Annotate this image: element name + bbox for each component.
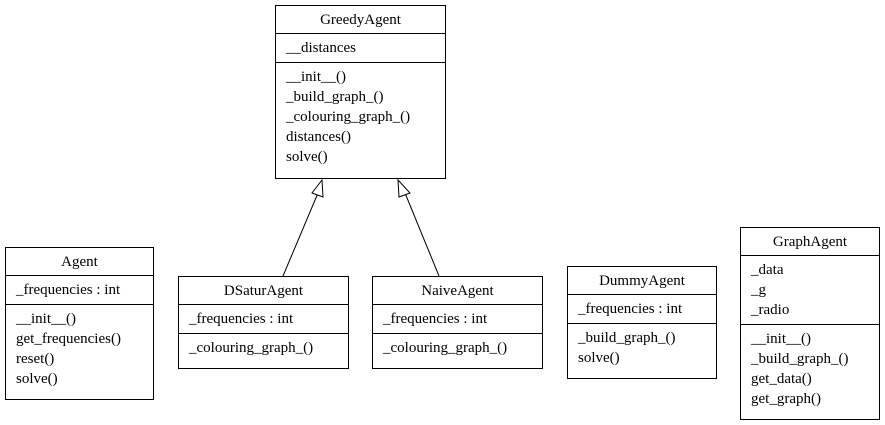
attributes-section: _frequencies : int [179, 304, 348, 333]
methods-section: __init__() _build_graph_() get_data() ge… [741, 324, 879, 413]
method: get_data() [751, 371, 812, 387]
attributes-section: _frequencies : int [568, 294, 716, 323]
method: distances() [286, 129, 351, 145]
attribute: _frequencies : int [578, 301, 683, 317]
class-name: Agent [61, 254, 98, 270]
methods-section: __init__() _build_graph_() _colouring_gr… [276, 62, 445, 171]
method: solve() [578, 350, 620, 366]
class-naive-agent: NaiveAgent _frequencies : int _colouring… [372, 276, 543, 369]
inheritance-arrowhead [397, 178, 411, 198]
method: __init__() [286, 69, 346, 85]
attribute: _data [751, 262, 784, 278]
edge-dsatur-to-greedy [282, 178, 324, 277]
attribute: _radio [751, 302, 790, 318]
method: _build_graph_() [286, 89, 384, 105]
method: __init__() [16, 311, 76, 327]
method: _build_graph_() [578, 330, 676, 346]
attributes-section: _frequencies : int [6, 275, 153, 304]
methods-section: _build_graph_() solve() [568, 323, 716, 372]
attribute: _frequencies : int [16, 282, 121, 298]
method: _colouring_graph_() [189, 340, 314, 356]
attributes-section: __distances [276, 33, 445, 62]
method: _build_graph_() [751, 351, 849, 367]
methods-section: _colouring_graph_() [179, 333, 348, 362]
method: _colouring_graph_() [286, 109, 411, 125]
class-dsatur-agent: DSaturAgent _frequencies : int _colourin… [178, 276, 349, 369]
methods-section: _colouring_graph_() [373, 333, 542, 362]
class-dummy-agent: DummyAgent _frequencies : int _build_gra… [567, 266, 717, 379]
class-graph-agent: GraphAgent _data _g _radio __init__() _b… [740, 227, 880, 420]
method: solve() [286, 149, 328, 165]
class-name: GreedyAgent [320, 12, 401, 28]
class-name: GraphAgent [772, 234, 848, 250]
class-agent: Agent _frequencies : int __init__() get_… [5, 247, 154, 400]
method: solve() [16, 371, 58, 387]
attribute: __distances [286, 40, 356, 56]
attribute: _g [751, 282, 766, 298]
class-greedy-agent: GreedyAgent __distances __init__() _buil… [275, 5, 446, 179]
attribute: _frequencies : int [189, 311, 294, 327]
class-name: NaiveAgent [421, 283, 494, 299]
method: __init__() [751, 331, 811, 347]
attributes-section: _data _g _radio [741, 255, 879, 324]
inheritance-arrowhead [311, 178, 324, 198]
method: _colouring_graph_() [383, 340, 508, 356]
attributes-section: _frequencies : int [373, 304, 542, 333]
method: get_graph() [751, 391, 821, 407]
class-name: DummyAgent [599, 273, 685, 289]
method: get_frequencies() [16, 331, 121, 347]
class-name: DSaturAgent [223, 283, 304, 299]
attribute: _frequencies : int [383, 311, 488, 327]
methods-section: __init__() get_frequencies() reset() sol… [6, 304, 153, 393]
edge-naive-to-greedy [397, 178, 440, 277]
method: reset() [16, 351, 55, 367]
